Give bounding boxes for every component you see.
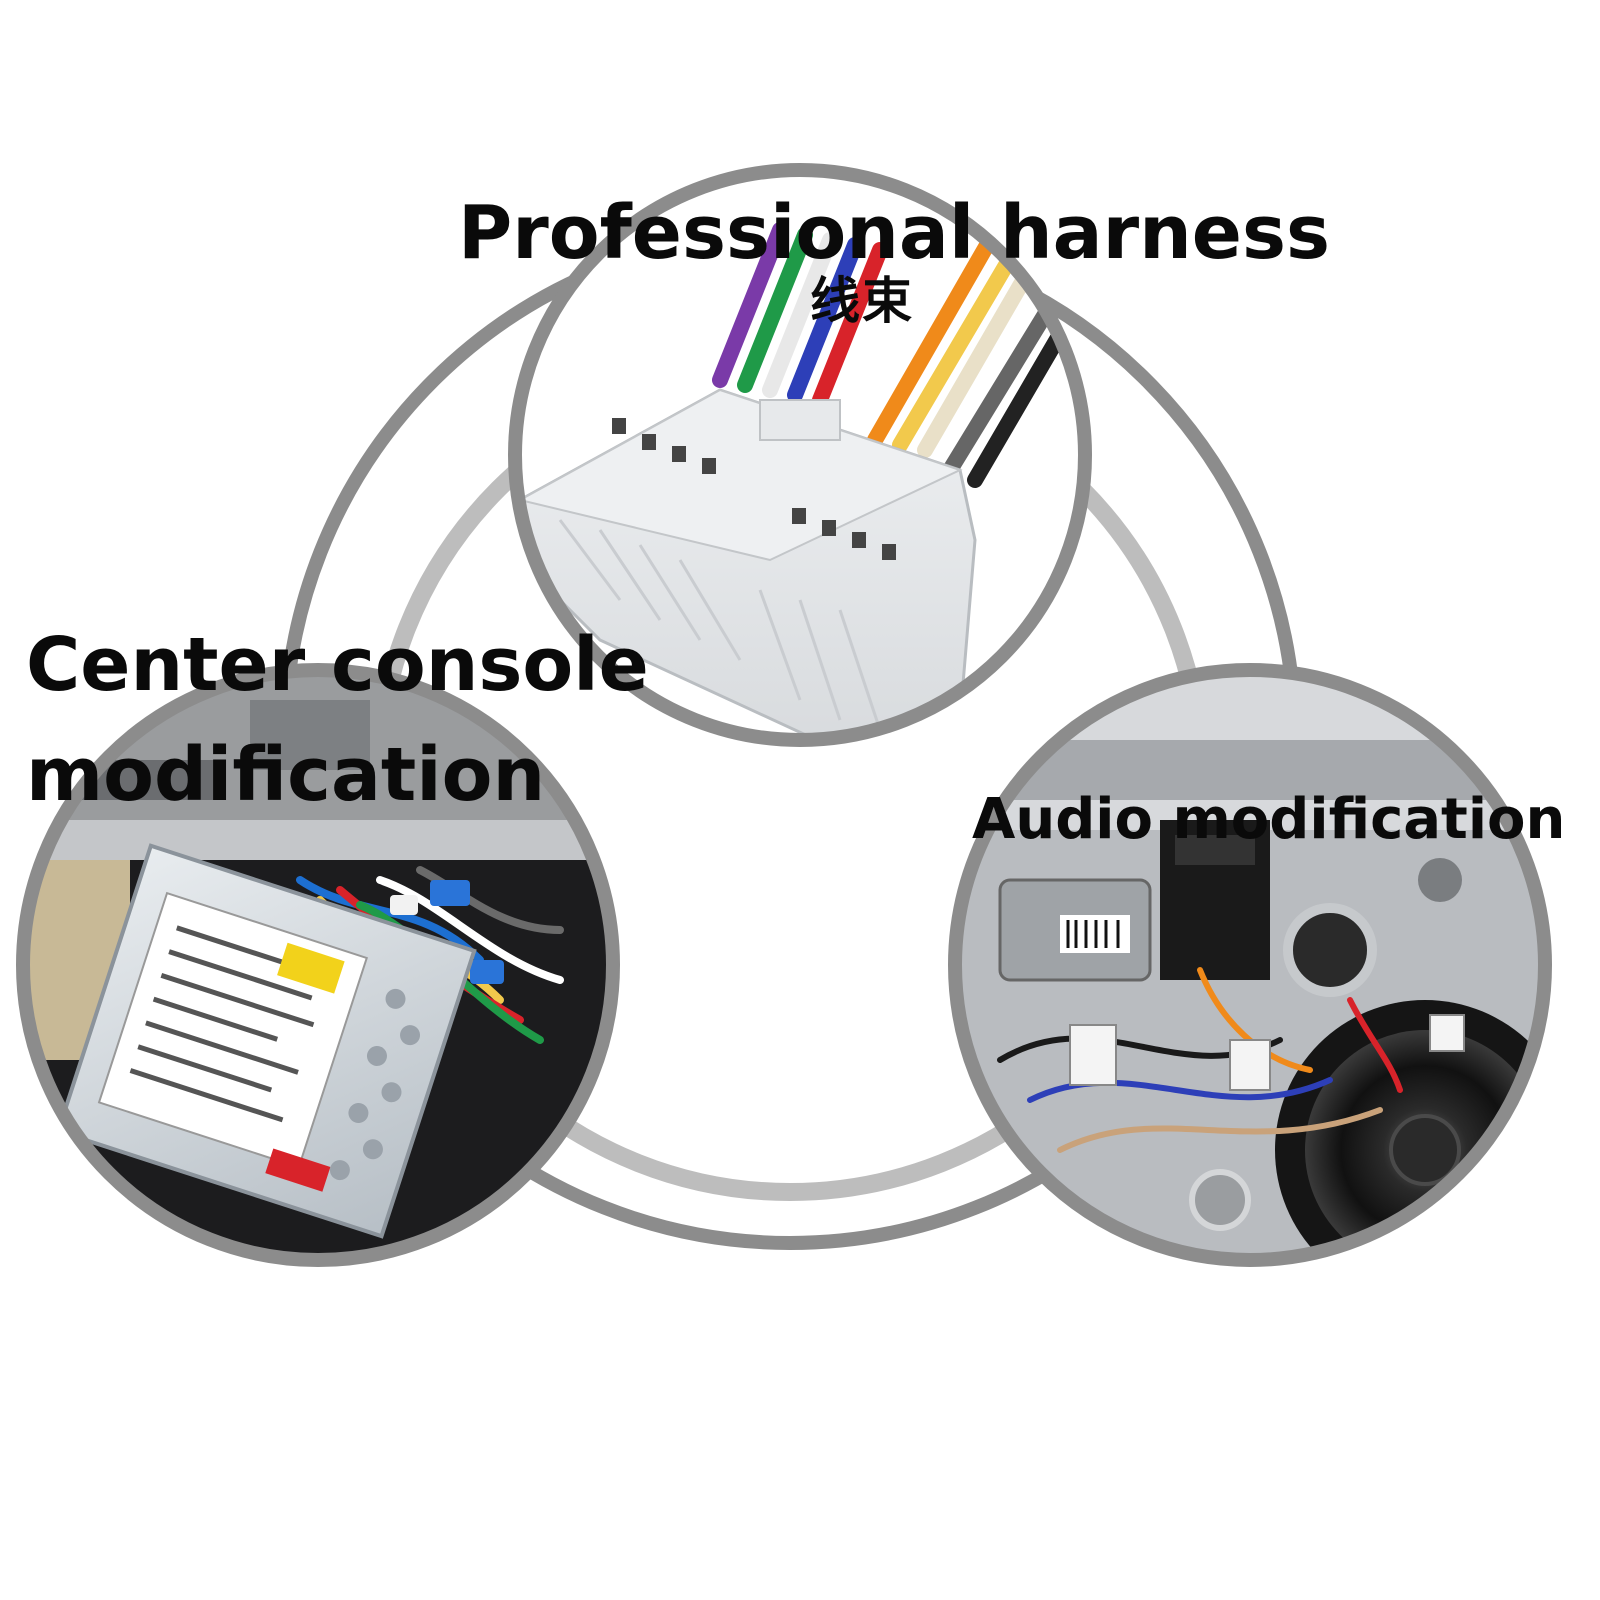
audio-modification-photo bbox=[948, 663, 1552, 1267]
audio-modification-caption: Audio modification bbox=[972, 787, 1566, 852]
center-console-caption-line1: Center console bbox=[26, 622, 649, 708]
center-console-photo bbox=[16, 663, 620, 1267]
wiring-harness-photo bbox=[508, 163, 1092, 747]
center-console-caption-line2: modification bbox=[26, 732, 546, 818]
harness-caption: Professional harness bbox=[458, 190, 1331, 276]
harness-cjk-caption: 线束 bbox=[810, 272, 914, 330]
